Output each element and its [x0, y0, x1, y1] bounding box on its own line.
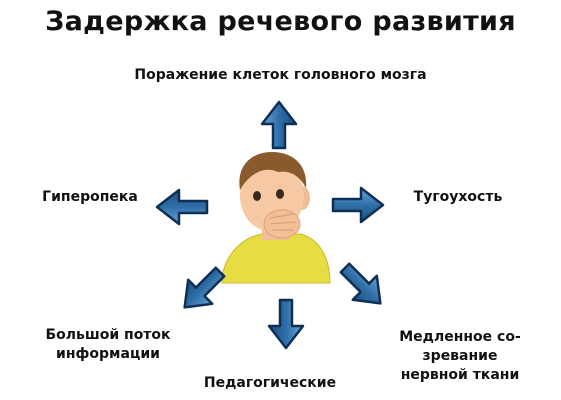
child-eye-left [253, 191, 261, 201]
cause-slow-maturation-line-3: нервной ткани [400, 367, 520, 383]
cause-brain-damage: Поражение клеток головного мозга [134, 67, 427, 83]
arrow-down-right [339, 262, 382, 305]
page-title: Задержка речевого развития [45, 6, 516, 37]
child-hair [239, 152, 307, 190]
child-eye-right [276, 189, 284, 199]
cause-information-flow-line-2: информации [56, 346, 160, 362]
arrow-up [260, 100, 298, 150]
arrow-down [267, 298, 305, 350]
child-hand [263, 209, 301, 239]
child-image [221, 152, 331, 284]
cause-information-flow: Большой поток информации [28, 326, 188, 364]
cause-slow-maturation-line-2: зревание [422, 348, 498, 364]
arrow-left [155, 188, 209, 226]
arrow-down-left [183, 266, 226, 309]
cause-pedagogical: Педагогические [203, 375, 337, 391]
child-fingers [269, 213, 297, 231]
cause-hearing-loss: Тугоухость [413, 189, 503, 205]
cause-overprotection: Гиперопека [42, 189, 138, 205]
cause-slow-maturation: Медленное со- зревание нервной ткани [385, 328, 535, 385]
arrow-right [331, 186, 385, 224]
cause-slow-maturation-line-1: Медленное со- [399, 329, 521, 345]
cause-information-flow-line-1: Большой поток [45, 327, 171, 343]
child-shirt [221, 233, 331, 284]
